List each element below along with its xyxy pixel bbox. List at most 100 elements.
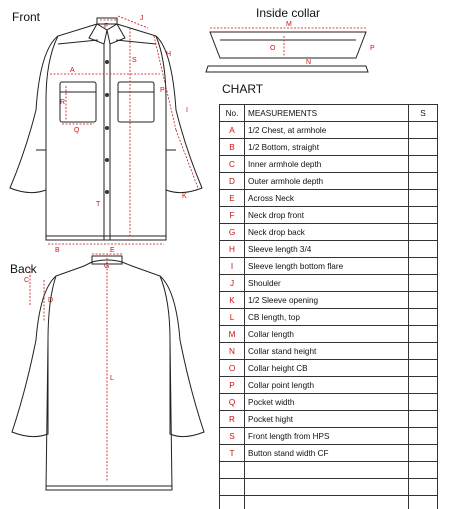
- chart-row-size-value[interactable]: [408, 155, 438, 173]
- measure-letters: A S F J H I K R Q T B E P G C D L M O P …: [24, 15, 375, 382]
- header-measurements: MEASUREMENTS: [244, 104, 409, 122]
- chart-row-size-value[interactable]: [408, 342, 438, 360]
- marker-e: E: [110, 247, 115, 254]
- chart-empty-cell[interactable]: [244, 478, 409, 496]
- chart-row-code: B: [219, 138, 245, 156]
- chart-row-code: D: [219, 172, 245, 190]
- marker-l: L: [110, 375, 114, 382]
- chart-row-code: I: [219, 257, 245, 275]
- chart-row-measurement: Collar height CB: [244, 359, 409, 377]
- front-view-label: Front: [12, 10, 41, 24]
- chart-row-measurement: Button stand width CF: [244, 444, 409, 462]
- chart-row-size-value[interactable]: [408, 223, 438, 241]
- chart-row-code: K: [219, 291, 245, 309]
- chart-row-measurement: Pocket hight: [244, 410, 409, 428]
- chart-row-measurement: Inner armhole depth: [244, 155, 409, 173]
- chart-empty-row: [219, 495, 438, 509]
- chart-row-code: H: [219, 240, 245, 258]
- chart-row-size-value[interactable]: [408, 240, 438, 258]
- chart-row-measurement: 1/2 Bottom, straight: [244, 138, 409, 156]
- chart-row-measurement: 1/2 Chest, at armhole: [244, 121, 409, 139]
- chart-empty-cell[interactable]: [408, 478, 438, 496]
- chart-row-measurement: Across Neck: [244, 189, 409, 207]
- chart-row-size-value[interactable]: [408, 172, 438, 190]
- chart-row-size-value[interactable]: [408, 376, 438, 394]
- chart-row-measurement: Sleeve length 3/4: [244, 240, 409, 258]
- chart-row-code: J: [219, 274, 245, 292]
- chart-row-measurement: Pocket width: [244, 393, 409, 411]
- marker-f: F: [104, 23, 108, 30]
- chart-empty-cell[interactable]: [219, 478, 245, 496]
- back-shirt-drawing: [11, 255, 205, 491]
- chart-row-measurement: Neck drop back: [244, 223, 409, 241]
- chart-empty-cell[interactable]: [408, 495, 438, 509]
- chart-title: CHART: [222, 82, 264, 96]
- chart-row-measurement: Collar length: [244, 325, 409, 343]
- chart-empty-cell[interactable]: [244, 495, 409, 509]
- chart-empty-cell[interactable]: [244, 461, 409, 479]
- header-no: No.: [219, 104, 245, 122]
- chart-row-size-value[interactable]: [408, 189, 438, 207]
- marker-c: C: [24, 277, 29, 284]
- marker-i: I: [186, 107, 188, 114]
- chart-row-size-value[interactable]: [408, 308, 438, 326]
- chart-row-code: L: [219, 308, 245, 326]
- chart-row-size-value[interactable]: [408, 444, 438, 462]
- header-size-s: S: [408, 104, 438, 122]
- chart-row-code: M: [219, 325, 245, 343]
- chart-row-size-value[interactable]: [408, 206, 438, 224]
- chart-row-size-value[interactable]: [408, 291, 438, 309]
- front-shirt-drawing: [9, 17, 203, 241]
- chart-empty-cell[interactable]: [408, 461, 438, 479]
- chart-row-size-value[interactable]: [408, 274, 438, 292]
- chart-row-size-value[interactable]: [408, 325, 438, 343]
- chart-row-size-value[interactable]: [408, 393, 438, 411]
- marker-k: K: [182, 193, 187, 200]
- chart-empty-cell[interactable]: [219, 461, 245, 479]
- chart-row-code: S: [219, 427, 245, 445]
- marker-h: H: [166, 51, 171, 58]
- chart-row-size-value[interactable]: [408, 427, 438, 445]
- chart-row-size-value[interactable]: [408, 257, 438, 275]
- marker-s: S: [132, 57, 137, 64]
- chart-empty-cell[interactable]: [219, 495, 245, 509]
- chart-row-code: O: [219, 359, 245, 377]
- marker-t: T: [96, 201, 101, 208]
- chart-row-measurement: 1/2 Sleeve opening: [244, 291, 409, 309]
- marker-a: A: [70, 67, 75, 74]
- chart-empty-row: [219, 461, 438, 479]
- chart-row-size-value[interactable]: [408, 138, 438, 156]
- chart-empty-row: [219, 478, 438, 496]
- chart-row-size-value[interactable]: [408, 121, 438, 139]
- inside-collar-drawing: [205, 31, 369, 73]
- marker-m: M: [286, 21, 292, 28]
- chart-row-measurement: Front length from HPS: [244, 427, 409, 445]
- chart-row-code: Q: [219, 393, 245, 411]
- chart-row-size-value[interactable]: [408, 359, 438, 377]
- marker-r: R: [60, 99, 65, 106]
- chart-row-measurement: Sleeve length bottom flare: [244, 257, 409, 275]
- chart-row-measurement: Neck drop front: [244, 206, 409, 224]
- chart-row-size-value[interactable]: [408, 410, 438, 428]
- chart-row-code: C: [219, 155, 245, 173]
- marker-q: Q: [74, 127, 80, 134]
